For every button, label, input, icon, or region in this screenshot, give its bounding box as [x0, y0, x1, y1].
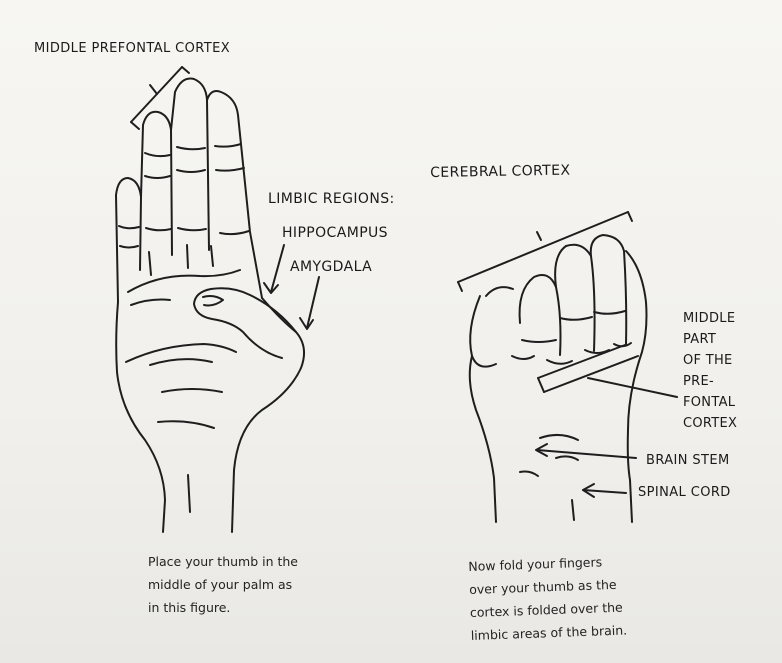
label-limbic-regions: LIMBIC REGIONS: [268, 192, 395, 206]
open-hand-illustration [116, 67, 304, 532]
caption-open-hand: Place your thumb in the middle of your p… [148, 550, 298, 619]
fist-illustration [458, 212, 647, 522]
label-spinal-cord: SPINAL CORD [638, 486, 731, 499]
label-amygdala: AMYGDALA [290, 260, 372, 274]
label-brain-stem: BRAIN STEM [646, 454, 730, 467]
label-middle-prefrontal-cortex: MIDDLE PREFONTAL CORTEX [34, 42, 230, 55]
caption-fist: Now fold your fingers over your thumb as… [468, 550, 627, 647]
fist-pointers [536, 378, 677, 497]
limbic-arrows [264, 245, 319, 329]
label-cerebral-cortex: CEREBRAL CORTEX [430, 164, 571, 180]
label-middle-part-prefrontal: MIDDLE PART OF THE PRE- FONTAL CORTEX [683, 308, 737, 434]
label-hippocampus: HIPPOCAMPUS [282, 226, 388, 240]
